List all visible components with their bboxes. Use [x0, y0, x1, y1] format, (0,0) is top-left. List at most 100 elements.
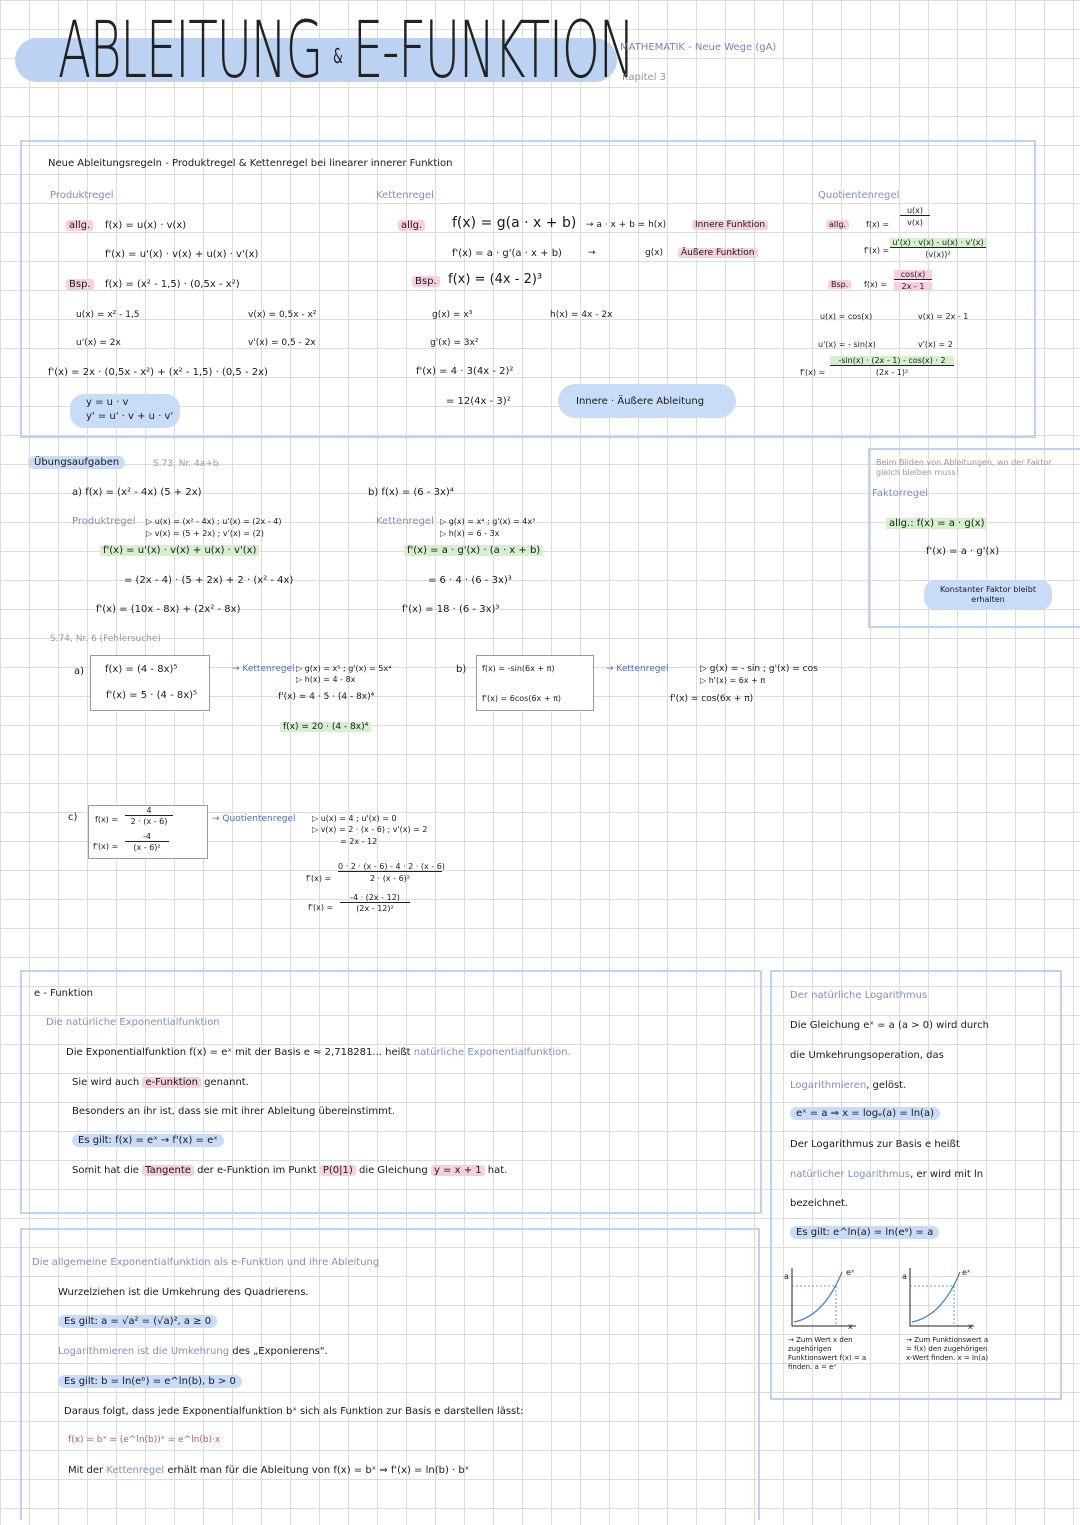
fehler-b-rule: → Kettenregel — [606, 664, 669, 674]
chapter-label: Kapitel 3 — [622, 72, 667, 83]
faktor-fp: f'(x) = a · g'(x) — [926, 546, 1000, 557]
allg-l5: Daraus folgt, dass jede Exponentialfunkt… — [64, 1406, 524, 1417]
fehler-c-num: 4 — [125, 806, 173, 816]
ln-graph1-a: a — [784, 1272, 789, 1281]
quotient-r-den: (2x - 1)² — [875, 368, 909, 377]
fehler-b-1: f'(x) = cos(6x + π) — [670, 694, 754, 704]
quotient-fp-den: (v(x))² — [925, 250, 951, 259]
ln-graph1-ex: eˣ — [846, 1268, 855, 1277]
uebung-b-g: ▷ g(x) = x⁴ ; g'(x) = 4x³ — [440, 517, 536, 526]
ln-l7: bezeichnet. — [790, 1198, 849, 1209]
faktor-note: Beim Bilden von Ableitungen, wo der Fakt… — [876, 458, 1052, 477]
produkt-vp: v'(x) = 0,5 - 2x — [248, 338, 316, 348]
efunk-l1b: natürliche Exponentialfunktion. — [413, 1047, 571, 1058]
kette-gp: g'(x) = 3x² — [430, 338, 479, 348]
ln-l5: Der Logarithmus zur Basis e heißt — [790, 1139, 960, 1150]
produkt-formula1: y = u · v — [86, 397, 129, 408]
produkt-label: Produktregel — [50, 190, 114, 201]
quotient-r-num: -sin(x) · (2x - 1) - cos(x) · 2 — [830, 356, 954, 366]
quotient-u: u(x) = cos(x) — [820, 312, 873, 321]
kette-arrow1: → a · x + b = h(x) — [586, 220, 667, 230]
uebung-b-2: = 6 · 4 · (6 - 3x)³ — [428, 575, 512, 586]
faktor-tag-box — [924, 580, 1052, 610]
kette-fp2: = 12(4x - 3)² — [446, 396, 511, 407]
kette-fp: f'(x) = a · g'(a · x + b) — [452, 248, 562, 259]
fehler-a-label: a) — [74, 666, 85, 677]
efunk-section — [20, 970, 762, 1214]
efunk-l4: Es gilt: f(x) = eˣ → f'(x) = eˣ — [72, 1134, 224, 1147]
fehler-c-rule: → Quotientenregel — [212, 814, 296, 824]
quotient-fp-lhs: f'(x) = — [864, 246, 890, 255]
faktor-tag: Konstanter Faktor bleibt erhalten — [940, 585, 1036, 604]
rules-heading: Neue Ableitungsregeln - Produktregel & K… — [48, 158, 453, 169]
quotient-bsp-num: cos(x) — [894, 270, 932, 280]
efunk-heading: e - Funktion — [34, 988, 93, 999]
rules-section — [20, 140, 1036, 438]
kette-f: f(x) = g(a · x + b) — [452, 215, 577, 231]
uebung-b-1: f'(x) = a · g'(x) · (a · x + b) — [404, 545, 544, 556]
uebung-b-3: f'(x) = 18 · (6 - 3x)³ — [402, 604, 500, 615]
efunk-sub: Die natürliche Exponentialfunktion — [46, 1017, 220, 1028]
fehler-ref: S.74, Nr. 6 (Fehlersuche) — [50, 634, 161, 644]
quotient-f-lhs: f(x) = — [866, 220, 890, 229]
fehler-b-box — [476, 655, 594, 711]
fehler-a-h: ▷ h(x) = 4 - 8x — [296, 675, 356, 684]
uebung-a-2: = (2x - 4) · (5 + 2x) + 2 · (x² - 4x) — [124, 575, 294, 586]
kette-fp1: f'(x) = 4 · 3(4x - 2)² — [416, 366, 514, 377]
ln-l1: Die Gleichung eˣ = a (a > 0) wird durch — [790, 1020, 989, 1031]
page-title: ABLEITUNG&E-FUNKTION — [58, 6, 635, 96]
fehler-c-2-den: (2x - 12)² — [356, 904, 394, 913]
uebung-a-rule: Produktregel — [72, 516, 136, 527]
quotient-fp-num: u'(x) · v(x) - u(x) · v'(x) — [890, 238, 986, 248]
fehler-a-g: ▷ g(x) = x⁵ ; g'(x) = 5x⁴ — [296, 664, 392, 673]
fehler-a-2: f(x) = 20 · (4 - 8x)⁴ — [280, 722, 372, 732]
uebung-b-rule: Kettenregel — [376, 516, 434, 527]
produkt-fp: f'(x) = u'(x) · v(x) + u(x) · v'(x) — [105, 249, 259, 260]
produkt-u: u(x) = x² - 1,5 — [76, 310, 140, 320]
produkt-formula-box — [70, 394, 180, 428]
fehler-a-fp: f'(x) = 5 · (4 - 8x)⁵ — [106, 690, 198, 701]
kette-g: g(x) = x³ — [432, 310, 473, 320]
faktor-label: Faktorregel — [872, 488, 929, 499]
uebung-a-f: a) f(x) = (x² - 4x) (5 + 2x) — [72, 487, 202, 498]
quotient-bsp-den: 2x - 1 — [894, 282, 932, 291]
fehler-b-f: f(x) = -sin(6x + π) — [482, 664, 555, 673]
fehler-a-box — [90, 655, 210, 711]
ln-l4: eˣ = a ⇒ x = logₑ(a) = ln(a) — [790, 1107, 940, 1120]
fehler-b-label: b) — [456, 664, 467, 675]
ln-l8: Es gilt: e^ln(a) = ln(eᵃ) = a — [790, 1226, 940, 1239]
kette-bsp: f(x) = (4x - 2)³ — [448, 272, 543, 287]
uebung-a-u: ▷ u(x) = (x² - 4x) ; u'(x) = (2x - 4) — [146, 517, 282, 526]
ln-graph2 — [909, 1268, 974, 1327]
quotient-vp: v'(x) = 2 — [918, 340, 953, 349]
efunk-l3: Besonders an ihr ist, dass sie mit ihrer… — [72, 1106, 395, 1117]
fehler-c-fp-lhs: f'(x) = — [93, 842, 119, 851]
kette-tag-box — [558, 384, 736, 418]
fehler-c-box — [88, 805, 208, 859]
quotient-f-num: u(x) — [900, 206, 930, 216]
fehler-c-u: ▷ u(x) = 4 ; u'(x) = 0 — [312, 814, 397, 823]
kette-tag: Innere · Äußere Ableitung — [576, 396, 705, 407]
fehler-c-fp-den: (x - 6)² — [133, 843, 161, 852]
fehler-c-2-lhs: f'(x) = — [308, 903, 334, 912]
produkt-f: f(x) = u(x) · v(x) — [105, 220, 187, 231]
efunk-l2b: e-Funktion — [142, 1077, 201, 1088]
produkt-result: f'(x) = 2x · (0,5x - x²) + (x² - 1,5) · … — [48, 367, 268, 378]
ln-graph2-x: x — [968, 1322, 973, 1331]
uebung-b-h: ▷ h(x) = 6 - 3x — [440, 529, 500, 538]
uebung-heading: Übungsaufgaben — [28, 456, 126, 469]
allg-section — [20, 1228, 760, 1520]
fehler-a-1: f'(x) = 4 · 5 · (4 - 8x)⁴ — [278, 692, 375, 702]
fehler-c-1-lhs: f'(x) = — [306, 874, 332, 883]
uebung-b-f: b) f(x) = (6 - 3x)⁴ — [368, 487, 454, 498]
fehler-c-v: ▷ v(x) = 2 · (x - 6) ; v'(x) = 2 — [312, 825, 428, 834]
produkt-v: v(x) = 0,5x - x² — [248, 310, 317, 320]
ln-graph1-x: x — [848, 1322, 853, 1331]
fehler-c-1-num: 0 · 2 · (x - 6) - 4 · 2 · (x - 6) — [338, 862, 445, 872]
efunk-l1a: Die Exponentialfunktion f(x) = eˣ mit de… — [66, 1047, 411, 1058]
uebung-ref: S.73, Nr. 4a+b — [153, 459, 219, 469]
quotient-v: v(x) = 2x - 1 — [918, 312, 969, 321]
fehler-c-den: 2 · (x - 6) — [130, 817, 168, 826]
allg-l2: Es gilt: a = √a² = (√a)², a ≥ 0 — [58, 1315, 218, 1328]
ln-graph1-caption: → Zum Wert x den zugehörigen Funktionswe… — [788, 1336, 867, 1371]
